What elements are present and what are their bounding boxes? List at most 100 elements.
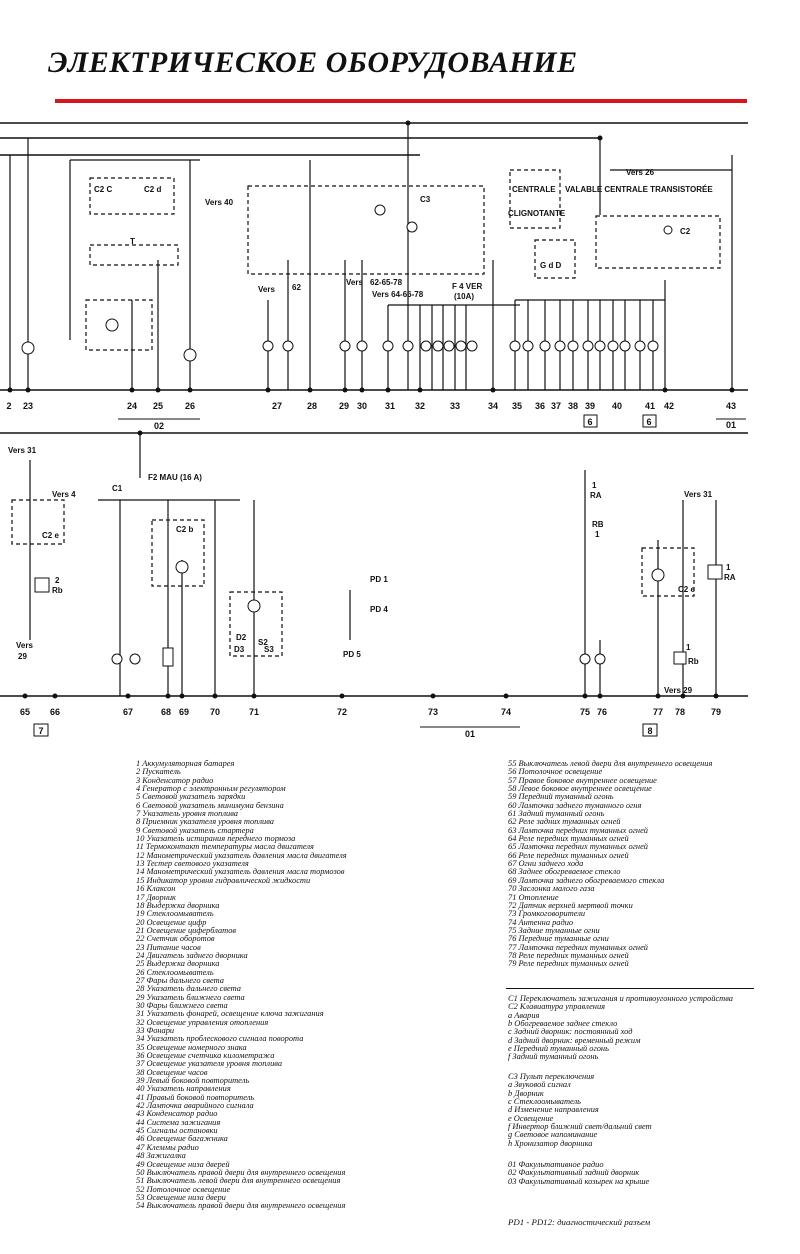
label-c2e: C2 e bbox=[42, 531, 59, 540]
legend-right-item: 60 Лампочка заднего туманного огня bbox=[508, 800, 642, 810]
label-29-a: 29 bbox=[18, 652, 27, 661]
label-vers40: Vers 40 bbox=[205, 198, 234, 207]
label-f4-amp: (10A) bbox=[454, 292, 474, 301]
legend-right-item: 56 Потолочное освещение bbox=[508, 767, 603, 777]
top-wiring bbox=[9, 123, 733, 390]
legend-divider bbox=[506, 988, 754, 989]
wiring-schematic: Vers 26 VALABLE CENTRALE TRANSISTORÉE CE… bbox=[0, 120, 748, 739]
legend-right-item: 55 Выключатель левой двери для внутренне… bbox=[508, 759, 713, 768]
terminal-67: 67 bbox=[123, 707, 133, 717]
legend-left-item: 24 Двигатель заднего дворника bbox=[136, 950, 248, 960]
label-pd4: PD 4 bbox=[370, 605, 388, 614]
legend-right-item: 63 Лампочка передних туманных огней bbox=[508, 825, 648, 835]
legend-right-item: 64 Реле передних туманных огней bbox=[508, 834, 629, 844]
legend-left-item: 21 Освещение циферблатов bbox=[136, 925, 237, 935]
legend-left-item: 6 Световой указатель минимума бензина bbox=[136, 800, 284, 810]
legend-opt-item: 02 Факультативный задний дворник bbox=[508, 1168, 640, 1178]
group-01-top: 01 bbox=[726, 420, 736, 430]
legend-left-item: 43 Конденсатор радио bbox=[136, 1109, 218, 1119]
legend-right-item: 58 Левое боковое внутреннее освещение bbox=[508, 784, 652, 794]
legend-left-item: 39 Левый боковой повторитель bbox=[136, 1076, 250, 1086]
legend-right-item: 62 Реле задних туманных огней bbox=[508, 817, 621, 827]
legend-left-item: 3 Конденсатор радио bbox=[136, 775, 214, 785]
label-pd1: PD 1 bbox=[370, 575, 388, 584]
legend-left-item: 53 Освещение низа двери bbox=[136, 1192, 226, 1202]
legend-left-item: 25 Выдержка дворника bbox=[136, 959, 220, 969]
top-terminal-numbers: 2 23 24 25 26 27 28 29 30 31 32 33 34 35… bbox=[6, 401, 736, 411]
legend-left-item: 48 Зажигалка bbox=[136, 1151, 186, 1161]
legend-c-item: d Задний дворник: временный режим bbox=[508, 1035, 641, 1045]
label-c2e-2: C2 e bbox=[678, 585, 695, 594]
bottom-dashed-boxes bbox=[11, 499, 695, 657]
legend-left-item: 34 Указатель проблескового сигнала повор… bbox=[136, 1034, 304, 1044]
legend-right-item: 72 Датчик верхней мертвой точки bbox=[508, 900, 633, 910]
legend-left-item: 27 Фары дальнего света bbox=[136, 975, 224, 985]
legend-left-item: 17 Дворник bbox=[136, 892, 176, 902]
legend-right-item: 78 Реле передних туманных огней bbox=[508, 950, 629, 960]
legend-right: 55 Выключатель левой двери для внутренне… bbox=[508, 759, 713, 969]
legend-left-item: 33 Фонари bbox=[136, 1026, 175, 1035]
terminal-69: 69 bbox=[179, 707, 189, 717]
label-1-ra: 1 bbox=[726, 563, 731, 572]
legend-left-item: 19 Стеклоомыватель bbox=[136, 909, 214, 919]
legend-left-item: 28 Указатель дальнего света bbox=[136, 984, 241, 994]
label-vers4: Vers 4 bbox=[52, 490, 76, 499]
label-c2c: C2 C bbox=[94, 185, 112, 194]
legend-left-item: 13 Тестер светового указателя bbox=[136, 859, 249, 869]
label-62: 62 bbox=[292, 283, 301, 292]
top-lamp-symbols bbox=[21, 204, 673, 362]
legend-left-item: 41 Правый боковой повторитель bbox=[136, 1092, 255, 1102]
top-group-markers: 02 6 6 01 bbox=[118, 414, 746, 431]
terminal-74: 74 bbox=[501, 707, 511, 717]
legend-c1-c2: C1 Переключатель зажигания и противоугон… bbox=[508, 994, 733, 1062]
terminal-41: 41 bbox=[645, 401, 655, 411]
label-c2b: C2 b bbox=[176, 525, 193, 534]
label-valable: VALABLE CENTRALE TRANSISTORÉE bbox=[565, 185, 713, 194]
legend-left-item: 54 Выключатель правой двери для внутренн… bbox=[136, 1201, 346, 1211]
legend-c3-item: a Звуковой сигнал bbox=[508, 1080, 571, 1090]
terminal-68: 68 bbox=[161, 707, 171, 717]
legend-c-item: f Задний туманный огонь bbox=[508, 1052, 599, 1062]
legend-left-item: 49 Освещение низа дверей bbox=[136, 1159, 230, 1169]
label-rb-one: 1 bbox=[595, 530, 600, 539]
terminal-78: 78 bbox=[675, 707, 685, 717]
legend-left-item: 42 Лампочка аварийного сигнала bbox=[136, 1101, 254, 1111]
legend-c3-item: d Изменение направления bbox=[508, 1105, 599, 1115]
legend-right-item: 69 Лампочка заднего обогреваемого стекла bbox=[508, 875, 665, 885]
terminal-36: 36 bbox=[535, 401, 545, 411]
legend-left-item: 45 Сигналы остановки bbox=[136, 1126, 218, 1136]
top-labels: Vers 26 VALABLE CENTRALE TRANSISTORÉE CE… bbox=[94, 168, 713, 301]
legend-c-item: C1 Переключатель зажигания и противоугон… bbox=[508, 994, 733, 1003]
legend-left-item: 50 Выключатель правой двери для внутренн… bbox=[136, 1167, 346, 1177]
label-c3: C3 bbox=[420, 195, 431, 204]
label-1-rb: 1 bbox=[686, 643, 691, 652]
legend-right-item: 74 Антенна радио bbox=[508, 917, 574, 927]
legend-left-item: 52 Потолочное освещение bbox=[136, 1184, 231, 1194]
label-rb: Rb bbox=[52, 586, 63, 595]
group-7: 7 bbox=[38, 726, 43, 736]
legend-left-item: 2 Пускатель bbox=[136, 767, 181, 777]
label-vers-b: Vers bbox=[346, 278, 363, 287]
legend-left-item: 31 Указатель фонарей, освещение ключа за… bbox=[136, 1009, 324, 1019]
legend-right-item: 70 Заслонка малого газа bbox=[508, 884, 595, 894]
label-2: 2 bbox=[55, 576, 60, 585]
legend-left-item: 22 Счетчик оборотов bbox=[136, 934, 215, 944]
bottom-terminal-numbers: 65 66 67 68 69 70 71 72 73 74 75 76 77 7… bbox=[20, 707, 721, 717]
top-dashed-boxes bbox=[85, 169, 721, 351]
terminal-27: 27 bbox=[272, 401, 282, 411]
bottom-group-markers: 7 01 8 bbox=[33, 723, 658, 739]
terminal-42: 42 bbox=[664, 401, 674, 411]
terminal-32: 32 bbox=[415, 401, 425, 411]
legend-left-item: 10 Указатель истирания переднего тормоза bbox=[136, 834, 296, 844]
label-vers31-a: Vers 31 bbox=[8, 446, 37, 455]
page-title: ЭЛЕКТРИЧЕСКОЕ ОБОРУДОВАНИЕ bbox=[48, 46, 578, 79]
label-ra: RA bbox=[590, 491, 602, 500]
label-vers29-b: Vers 29 bbox=[664, 686, 693, 695]
legend-left-item: 5 Световой указатель зарядки bbox=[136, 792, 246, 802]
legend-left-item: 4 Генератор с электронным регулятором bbox=[136, 784, 286, 794]
label-s3: S3 bbox=[264, 645, 274, 654]
legend-left-item: 18 Выдержка дворника bbox=[136, 900, 220, 910]
